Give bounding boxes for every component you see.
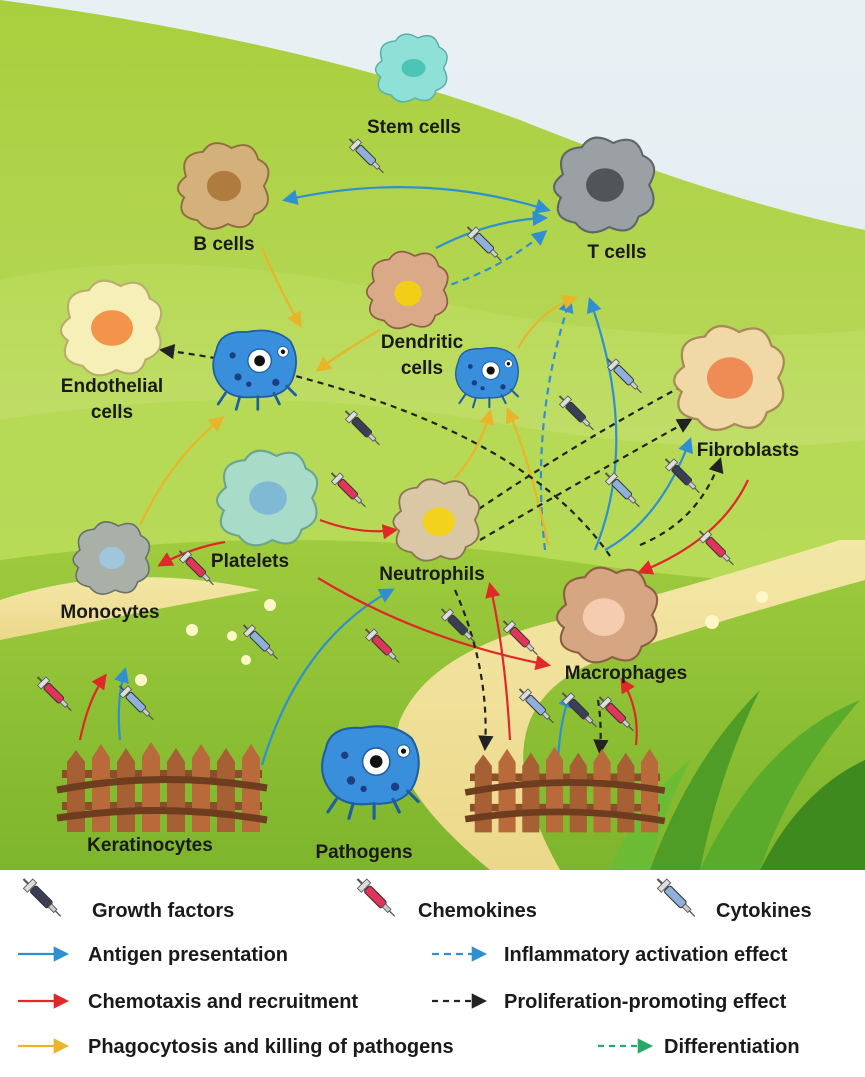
endothelial-cell	[59, 279, 163, 377]
legend-proliferation: Proliferation-promoting effect	[504, 991, 787, 1013]
arrow-platelets-monocytes	[157, 540, 226, 567]
arrow-platelets-neutrophils	[319, 518, 399, 540]
arrow-macrophages-t	[586, 297, 618, 551]
arrow-keratinocytes-monocytes-red	[78, 673, 107, 741]
fibroblast-cell	[673, 324, 785, 432]
arrow-macrophages-fibroblasts	[604, 437, 693, 551]
monocyte-cell	[72, 521, 151, 595]
label-endothelial-cells: cells	[91, 402, 133, 423]
label-fibroblasts: Fibroblasts	[697, 440, 799, 461]
legend: Growth factors Chemokines Cytokines Anti…	[17, 873, 812, 1058]
arrow-macrophages-t-dashed	[539, 297, 574, 551]
arrow-neutrophils-pathogen	[454, 409, 495, 479]
label-b-cells: B cells	[193, 234, 254, 255]
label-keratinocytes: Keratinocytes	[87, 835, 213, 856]
label-t-cells: T cells	[587, 242, 646, 263]
legend-differentiation: Differentiation	[664, 1036, 800, 1058]
t-cell	[552, 136, 656, 234]
arrow-keratinocytes-neutrophils	[260, 588, 395, 766]
arrow-macrophages-pathogen	[505, 407, 550, 546]
arrow-b-pathogen	[260, 247, 302, 328]
arrow-b-t	[281, 186, 551, 214]
label-endothelial: Endothelial	[61, 376, 163, 397]
label-neutrophils: Neutrophils	[379, 564, 485, 585]
arrow-dendritic-t	[435, 210, 549, 249]
legend-panel	[0, 870, 865, 1077]
arrow-monocytes-endothelial	[139, 416, 225, 526]
arrow-platelets-macrophages	[317, 577, 552, 671]
arrow-neutrophils-fibroblasts-2	[479, 418, 693, 541]
neutrophil-cell	[392, 478, 481, 562]
label-monocytes: Monocytes	[60, 602, 159, 623]
dendritic-cell	[365, 250, 449, 330]
relation-arrows	[78, 186, 749, 766]
macrophage-cell	[555, 566, 659, 664]
legend-antigen: Antigen presentation	[88, 944, 288, 966]
label-stem-cells: Stem cells	[367, 117, 461, 138]
label-dendritic: Dendritic	[381, 332, 464, 353]
label-dendritic-cells: cells	[401, 358, 443, 379]
arrow-neutrophils-fibroblasts	[469, 380, 693, 516]
arrow-fence-neutrophils	[485, 581, 512, 741]
legend-growth-factors: Growth factors	[92, 900, 234, 922]
arrow-dendritic-pathogen	[315, 329, 381, 372]
arrow-macrophages-fibroblasts-dashed	[639, 457, 724, 547]
arrow-dendritic-t-dashed	[439, 230, 548, 290]
label-macrophages: Macrophages	[565, 663, 687, 684]
stem-cell	[374, 33, 448, 103]
arrow-fence-macrophages-red	[620, 677, 638, 746]
sandy-path-left	[0, 577, 260, 640]
arrow-neutrophils-fence	[453, 589, 494, 752]
legend-inflammatory: Inflammatory activation effect	[504, 944, 788, 966]
arrow-keratinocytes-monocytes-blue	[114, 667, 129, 741]
label-platelets: Platelets	[211, 551, 289, 572]
b-cell	[176, 142, 270, 230]
arrow-pathogen-t	[517, 294, 578, 349]
platelet-cell	[215, 449, 319, 547]
arrow-macrophages-fence	[593, 699, 609, 756]
legend-cytokines: Cytokines	[716, 900, 812, 922]
legend-chemokines: Chemokines	[418, 900, 537, 922]
legend-phagocytosis: Phagocytosis and killing of pathogens	[88, 1036, 454, 1058]
legend-chemotaxis: Chemotaxis and recruitment	[88, 991, 358, 1013]
label-pathogens: Pathogens	[315, 842, 412, 863]
flowers	[135, 591, 768, 686]
